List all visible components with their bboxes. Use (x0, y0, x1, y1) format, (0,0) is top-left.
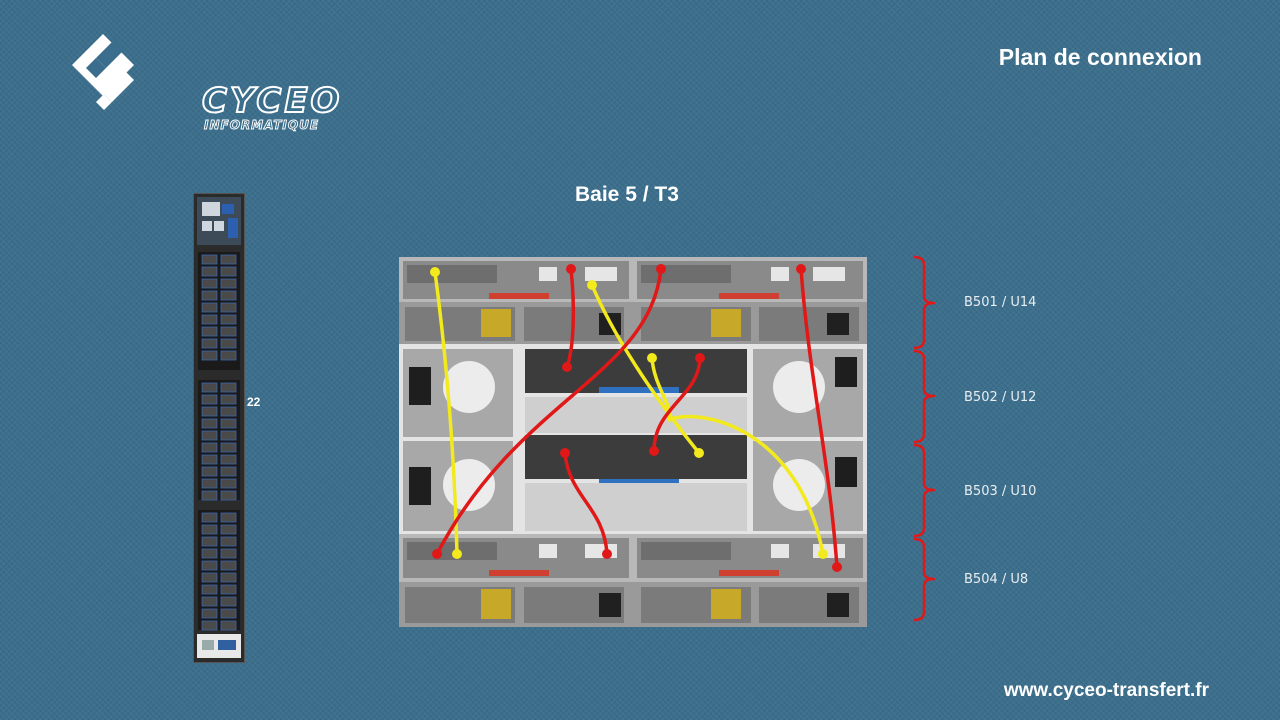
switch-port (201, 350, 218, 361)
switch-port (220, 536, 237, 547)
switch-port (201, 584, 218, 595)
switch-port (220, 560, 237, 571)
switch-port (201, 466, 218, 477)
switch-port (220, 584, 237, 595)
switch-port (220, 572, 237, 583)
switch-port (201, 524, 218, 535)
bracket-b501 (913, 255, 936, 350)
switch-port (201, 314, 218, 325)
switch-port (220, 548, 237, 559)
switch-port (220, 524, 237, 535)
switch-port (201, 418, 218, 429)
switch-port (220, 394, 237, 405)
switch-port (201, 302, 218, 313)
switch-port (201, 620, 218, 631)
switch-port (201, 406, 218, 417)
bracket-b504 (913, 537, 936, 622)
logo-subtext: INFORMATIQUE (204, 118, 320, 133)
switch-port (201, 548, 218, 559)
diagram-subtitle: Baie 5 / T3 (575, 183, 679, 206)
company-logo: CYCEO INFORMATIQUE (68, 32, 340, 132)
switch-port (220, 254, 237, 265)
switch-port (201, 394, 218, 405)
switch-port (220, 350, 237, 361)
switch-port (220, 490, 237, 501)
switch-port (220, 454, 237, 465)
switch-port (201, 536, 218, 547)
switch-port (201, 454, 218, 465)
switch-port (220, 478, 237, 489)
switch-port (201, 278, 218, 289)
switch-port (201, 596, 218, 607)
switch-port (220, 418, 237, 429)
switch-port (201, 572, 218, 583)
switch-port (220, 314, 237, 325)
switch-port (220, 442, 237, 453)
switch-port (220, 620, 237, 631)
switch-port-label: 22 (247, 395, 261, 409)
switch-port (220, 406, 237, 417)
logo-diamond-icon (72, 34, 134, 110)
logo-wordmark: CYCEO (201, 81, 343, 121)
switch-port (201, 430, 218, 441)
switch-ports-graphic (197, 197, 241, 658)
enclosure-label-b503: B503 / U10 (964, 484, 1037, 499)
switch-port (220, 266, 237, 277)
switch-port (201, 326, 218, 337)
cable-endpoints (430, 264, 842, 572)
switch-port (201, 490, 218, 501)
switch-port (201, 266, 218, 277)
website-url[interactable]: www.cyceo-transfert.fr (1003, 680, 1209, 701)
switch-port (220, 608, 237, 619)
switch-port (201, 512, 218, 523)
switch-port (220, 466, 237, 477)
switch-port (201, 338, 218, 349)
switch-port (201, 478, 218, 489)
switch-port (220, 302, 237, 313)
network-switch (193, 193, 245, 663)
enclosure-label-b502: B502 / U12 (964, 390, 1037, 405)
switch-port (220, 430, 237, 441)
switch-port (201, 254, 218, 265)
switch-port (201, 382, 218, 393)
switch-port (220, 278, 237, 289)
storage-rack-graphic (399, 257, 867, 627)
switch-port (201, 560, 218, 571)
switch-port (201, 290, 218, 301)
switch-port (220, 382, 237, 393)
switch-port (220, 596, 237, 607)
bracket-b503 (913, 443, 936, 538)
switch-port (201, 608, 218, 619)
switch-port (220, 326, 237, 337)
switch-port (201, 442, 218, 453)
switch-port (220, 290, 237, 301)
switch-port (220, 512, 237, 523)
red-cables (435, 267, 839, 569)
storage-rack-diagram (399, 257, 867, 627)
page-title: Plan de connexion (998, 44, 1202, 70)
bracket-b502 (913, 349, 936, 444)
switch-port (220, 338, 237, 349)
enclosure-label-b504: B504 / U8 (964, 572, 1029, 587)
enclosure-label-b501: B501 / U14 (964, 295, 1037, 310)
